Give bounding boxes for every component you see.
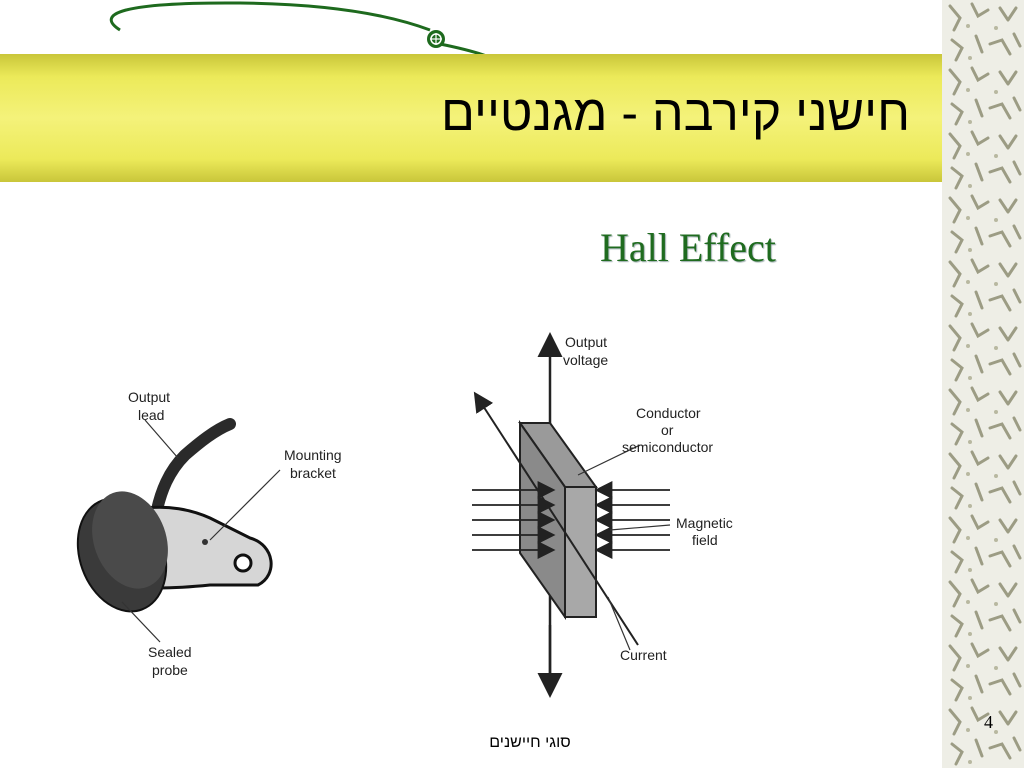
label-magnetic-field-2: field <box>692 532 718 548</box>
label-sealed-probe-2: probe <box>152 662 188 678</box>
label-output-voltage-2: voltage <box>563 352 608 368</box>
hall-sensor-figure: Output lead Mounting bracket Sealed prob… <box>76 389 342 678</box>
label-output-lead-2: lead <box>138 407 164 423</box>
label-conductor-1: Conductor <box>636 405 701 421</box>
output-lead-cable <box>149 418 236 526</box>
decorative-border <box>942 0 1024 768</box>
label-output-lead-1: Output <box>128 389 170 405</box>
hall-effect-diagram: Output voltage Conductor or semiconducto… <box>472 332 733 698</box>
border-pattern-icon <box>942 0 1024 768</box>
magnetic-field-arrows-left <box>472 481 556 559</box>
slide-title: חישני קירבה - מגנטיים <box>441 85 910 141</box>
magnetic-field-arrows-right <box>594 481 670 559</box>
label-mounting-bracket-2: bracket <box>290 465 336 481</box>
page-number: 4 <box>984 712 993 732</box>
conductor-slab-side <box>564 486 597 618</box>
label-output-voltage-1: Output <box>565 334 607 350</box>
label-mounting-bracket-1: Mounting <box>284 447 342 463</box>
label-current: Current <box>620 647 667 663</box>
label-conductor-3: semiconductor <box>622 439 713 455</box>
label-sealed-probe-1: Sealed <box>148 644 192 660</box>
slide-subtitle: Hall Effect <box>600 225 776 270</box>
slide-footer: סוגי חיישנים <box>489 734 571 751</box>
bracket-hole <box>233 553 253 573</box>
label-conductor-2: or <box>661 422 674 438</box>
ornament-ball-icon <box>427 30 445 48</box>
label-magnetic-field-1: Magnetic <box>676 515 733 531</box>
title-band <box>0 54 942 182</box>
